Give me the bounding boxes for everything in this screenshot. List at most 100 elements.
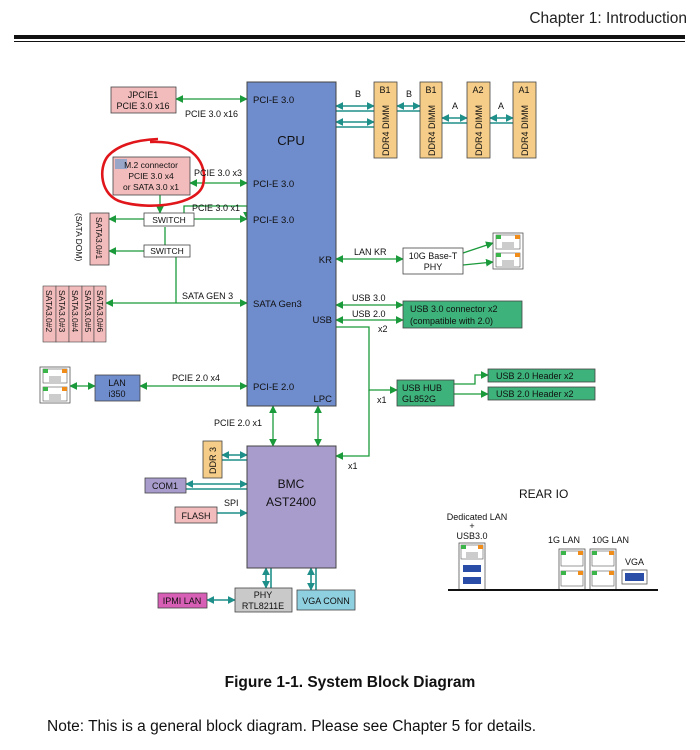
rear-io-title: REAR IO	[519, 487, 568, 501]
link-label-usb20: USB 2.0	[352, 309, 386, 319]
figure-caption: Figure 1-1. System Block Diagram	[224, 674, 476, 691]
switch-2-label: SWITCH	[150, 246, 184, 256]
ipmi-lan-port	[157, 592, 208, 609]
sata-dom-port-label: SATA3.0#1	[94, 217, 104, 259]
sata-port-3-label: SATA3.0#3	[57, 290, 67, 332]
dimm-4-label: A1	[518, 85, 529, 95]
dimm-2-type: DDR4 DIMM	[427, 105, 437, 156]
usb3-connector-compat: (compatible with 2.0)	[410, 316, 493, 326]
bmc-label: BMC	[278, 477, 305, 491]
com1-port	[144, 477, 187, 494]
switch-2	[143, 244, 191, 258]
rj45-10g-icon	[492, 232, 524, 270]
cpu-kr-port: KR	[319, 255, 332, 266]
sata-port-2-label: SATA3.0#2	[44, 290, 54, 332]
rear-io-dedicated-lan: Dedicated LAN	[447, 512, 508, 522]
usb2-header-1	[487, 368, 596, 383]
link-cpu-hub	[336, 326, 398, 394]
phy-rtl-label: PHY	[254, 590, 273, 600]
link-label-pcie-x3: PCIE 3.0 x3	[194, 168, 242, 178]
link-label-pcie20-x1: PCIE 2.0 x1	[214, 418, 262, 428]
rear-io-10g-lan-icon	[589, 548, 617, 591]
rear-io-dedicated-lan-icon	[458, 542, 486, 591]
system-block-diagram: CPU PCI-E 3.0 PCI-E 3.0 PCI-E 3.0 KR SAT…	[39, 81, 658, 613]
m2-label: M.2 connector	[124, 160, 178, 170]
header-rule-thick	[14, 35, 685, 39]
ipmi-lan-label: IPMI LAN	[163, 596, 202, 606]
chapter-header: Chapter 1: Introduction	[529, 10, 687, 27]
channel-label-1: B	[355, 89, 361, 99]
dimm-3-label: A2	[472, 85, 483, 95]
link-hub-header1	[454, 371, 489, 385]
link-phy-rj45-a	[462, 241, 494, 254]
flash-chip	[174, 506, 218, 524]
lan-i350	[94, 374, 141, 402]
cpu-label: CPU	[277, 133, 304, 148]
dimm-3	[466, 81, 491, 159]
lan-i350-chip: i350	[108, 389, 125, 399]
sata-dom-port	[89, 212, 110, 266]
flash-label: FLASH	[181, 511, 210, 521]
bmc-chip-label: AST2400	[266, 495, 316, 509]
dimm-1	[373, 81, 398, 159]
sata-port-5-label: SATA3.0#5	[83, 290, 93, 332]
phy-rtl-chip: RTL8211E	[242, 601, 284, 611]
jpcie1-slot	[110, 86, 177, 114]
usb3-connector	[402, 300, 523, 329]
link-label-x2: x2	[378, 324, 388, 334]
rear-io-plus: +	[469, 521, 474, 531]
sata-port-group: SATA3.0#2 SATA3.0#3 SATA3.0#4 SATA3.0#5 …	[42, 285, 107, 343]
link-label-pcie20-x4: PCIE 2.0 x4	[172, 373, 220, 383]
m2-spec-sata: or SATA 3.0 x1	[123, 182, 179, 192]
ddr3-block	[202, 440, 223, 479]
m2-spec-pcie: PCIE 3.0 x4	[128, 171, 174, 181]
dimm-4	[512, 81, 537, 159]
link-label-x1-bmc: x1	[348, 461, 358, 471]
link-label-pcie-x16: PCIE 3.0 x16	[185, 109, 238, 119]
cpu-pcie-port-2: PCI-E 3.0	[253, 179, 294, 190]
rear-io-vga: VGA	[625, 557, 644, 567]
link-label-lan-kr: LAN KR	[354, 247, 387, 257]
rj45-icon	[39, 366, 71, 404]
ddr3-label: DDR 3	[208, 447, 218, 474]
rear-io-1g-lan: 1G LAN	[548, 535, 580, 545]
channel-label-2: B	[406, 89, 412, 99]
jpcie1-label: JPCIE1	[128, 90, 159, 100]
sata-port-4-label: SATA3.0#4	[70, 290, 80, 332]
dimm-1-type: DDR4 DIMM	[381, 105, 391, 156]
usb-hub-chip: GL852G	[402, 394, 436, 404]
cpu-lpc-port: LPC	[314, 394, 333, 405]
rear-io-1g-lan-icon	[558, 548, 586, 591]
phy-10g-sub: PHY	[424, 262, 443, 272]
figure-note: Note: This is a general block diagram. P…	[47, 718, 537, 735]
jpcie1-spec: PCIE 3.0 x16	[116, 101, 169, 111]
rear-io-vga-icon	[621, 569, 648, 585]
sata-port-6	[93, 285, 107, 343]
dimm-2	[419, 81, 443, 159]
link-label-usb30: USB 3.0	[352, 293, 386, 303]
sata-dom-label: (SATA DOM)	[74, 213, 84, 261]
usb2-header-2	[487, 386, 596, 401]
usb2-header-1-label: USB 2.0 Header x2	[496, 371, 574, 381]
dimm-4-type: DDR4 DIMM	[520, 105, 530, 156]
cpu-pcie20-port: PCI-E 2.0	[253, 382, 294, 393]
rear-io-10g-lan: 10G LAN	[592, 535, 629, 545]
cpu-sata-port: SATA Gen3	[253, 299, 302, 310]
phy-10g	[402, 247, 464, 275]
phy-rtl8211e	[234, 587, 293, 613]
link-hub-bmc	[335, 390, 370, 460]
cpu-pcie-port-1: PCI-E 3.0	[253, 95, 294, 106]
link-label-pcie-x1: PCIE 3.0 x1	[192, 203, 240, 213]
vga-connector-label: VGA CONN	[302, 596, 350, 606]
usb2-header-2-label: USB 2.0 Header x2	[496, 389, 574, 399]
bmc-block	[246, 445, 337, 569]
link-phy-rj45-b	[462, 258, 494, 267]
m2-highlight	[115, 159, 127, 169]
sata-port-6-label: SATA3.0#6	[95, 290, 105, 332]
usb3-connector-label: USB 3.0 connector x2	[410, 304, 498, 314]
vga-connector	[296, 589, 356, 611]
switch-1-label: SWITCH	[152, 215, 186, 225]
cpu-block	[246, 81, 337, 407]
bus-lines	[185, 102, 514, 604]
link-label-sata-gen3: SATA GEN 3	[182, 291, 233, 301]
